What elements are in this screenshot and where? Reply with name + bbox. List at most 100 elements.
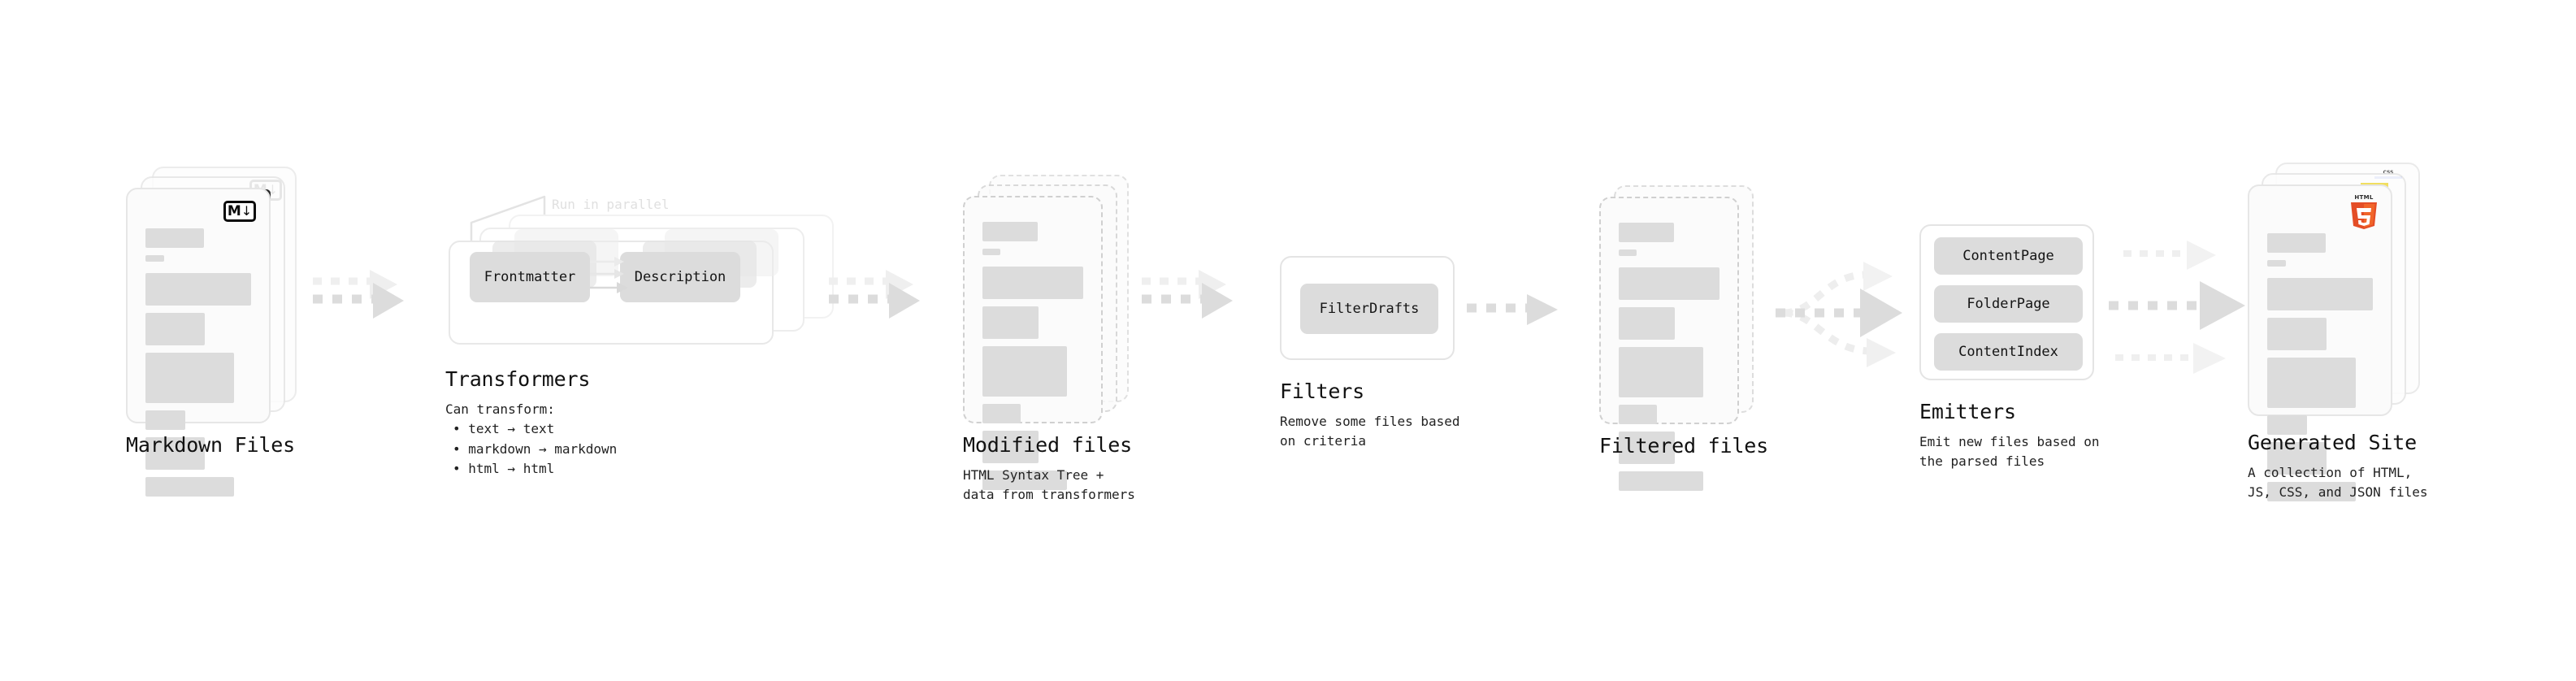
- filters-title: Filters: [1280, 380, 1364, 403]
- content-bar: [1619, 307, 1676, 340]
- filtered-card-stack: [1599, 185, 1762, 491]
- html5-logo-label: HTML: [2354, 194, 2374, 201]
- content-bar: [1619, 223, 1675, 242]
- transformers-caption-item-1: • markdown → markdown: [453, 440, 618, 457]
- content-bar: [145, 255, 165, 262]
- connector-emitters-to-site: [2109, 241, 2245, 374]
- content-bar: [982, 431, 1039, 463]
- content-bar: [1619, 405, 1658, 424]
- modified-card-stack: [963, 175, 1134, 490]
- markdown-files-title: Markdown Files: [126, 433, 295, 457]
- content-bar: [145, 273, 251, 306]
- content-bar: [1619, 249, 1637, 256]
- contentpage-chip-label: ContentPage: [1962, 248, 2054, 264]
- content-bar: [145, 353, 235, 403]
- connector-markdown-to-transformers: [313, 270, 404, 319]
- description-chip[interactable]: Description: [620, 252, 740, 302]
- transformers-caption: Can transform: • text → text • markdown …: [445, 400, 617, 479]
- transformers-inner-arrows: [590, 257, 628, 293]
- emitters-caption-line-1: the parsed files: [1919, 453, 2045, 470]
- frontmatter-chip[interactable]: Frontmatter: [470, 252, 590, 302]
- content-bar: [1619, 471, 1704, 491]
- filters-caption: Remove some files based on criteria: [1280, 412, 1460, 452]
- site-card-stack: CSS HTML: [2248, 163, 2435, 501]
- generated-site-caption-line-0: A collection of HTML,: [2248, 465, 2413, 480]
- connector-modified-to-filters: [1142, 270, 1233, 319]
- emitters-title: Emitters: [1919, 400, 2016, 423]
- markdown-card-stack: M↓ M↓ M↓: [126, 167, 297, 497]
- transformers-title: Transformers: [445, 367, 591, 391]
- content-bar: [982, 471, 1068, 490]
- content-bar: [1619, 432, 1676, 464]
- site-card-front-html[interactable]: HTML: [2248, 184, 2392, 501]
- transformers-caption-lead: Can transform:: [445, 401, 555, 417]
- markdown-card-front[interactable]: M↓: [126, 188, 271, 497]
- md-letter: M: [227, 202, 241, 219]
- filters-caption-line-0: Remove some files based: [1280, 414, 1460, 429]
- run-in-parallel-label: Run in parallel: [552, 197, 670, 212]
- content-bar: [982, 249, 1001, 255]
- modified-card-content: [982, 222, 1083, 497]
- generated-site-caption: A collection of HTML, JS, CSS, and JSON …: [2248, 463, 2428, 503]
- stage-markdown-files: M↓ M↓ M↓: [126, 167, 297, 497]
- folderpage-chip[interactable]: FolderPage: [1934, 285, 2083, 323]
- connector-filtered-to-emitters: [1776, 262, 1902, 367]
- filtered-card-front[interactable]: [1599, 197, 1739, 491]
- connector-transformers-to-modified: [829, 270, 920, 319]
- content-bar: [2267, 482, 2357, 501]
- content-bar: [145, 477, 235, 497]
- generated-site-title: Generated Site: [2248, 431, 2417, 454]
- content-bar: [2267, 358, 2357, 408]
- transformers-caption-item-0: • text → text: [453, 421, 555, 437]
- stage-filtered-files: Filtered files: [1599, 185, 1768, 491]
- filterdrafts-chip-label: FilterDrafts: [1319, 301, 1420, 317]
- modified-files-caption-line-0: HTML Syntax Tree +: [963, 467, 1104, 483]
- modified-files-title: Modified files: [963, 433, 1132, 457]
- content-bar: [2267, 233, 2326, 253]
- filters-panel[interactable]: FilterDrafts: [1280, 256, 1455, 360]
- content-bar: [2267, 260, 2287, 267]
- content-bar: [145, 410, 186, 430]
- description-chip-label: Description: [634, 269, 726, 285]
- stage-generated-site: CSS HTML: [2248, 163, 2435, 501]
- run-in-parallel-leader: [470, 195, 546, 247]
- modified-files-caption: HTML Syntax Tree + data from transformer…: [963, 466, 1135, 505]
- frontmatter-chip-label: Frontmatter: [484, 269, 576, 285]
- contentindex-chip[interactable]: ContentIndex: [1934, 333, 2083, 371]
- content-bar: [982, 306, 1039, 339]
- markdown-logo-icon: M↓: [223, 201, 256, 222]
- modified-files-caption-line-1: data from transformers: [963, 487, 1135, 503]
- generated-site-caption-line-1: JS, CSS, and JSON files: [2248, 484, 2428, 501]
- html5-logo-icon: HTML: [2348, 194, 2379, 229]
- contentpage-chip[interactable]: ContentPage: [1934, 237, 2083, 275]
- content-bar: [2267, 415, 2308, 435]
- emitters-panel[interactable]: ContentPage FolderPage ContentIndex: [1919, 224, 2094, 380]
- content-bar: [982, 267, 1083, 299]
- markdown-card-content: [145, 228, 251, 504]
- stage-modified-files: Modified files HTML Syntax Tree + data f…: [963, 175, 1135, 502]
- css3-logo-label: CSS: [2374, 171, 2402, 176]
- filtered-files-title: Filtered files: [1599, 434, 1768, 458]
- folderpage-chip-label: FolderPage: [1967, 296, 2050, 312]
- content-bar: [145, 313, 205, 345]
- content-bar: [2267, 318, 2327, 350]
- filters-caption-line-1: on criteria: [1280, 433, 1366, 449]
- content-bar: [982, 346, 1068, 397]
- content-bar: [145, 228, 204, 248]
- site-card-content: [2267, 233, 2373, 509]
- content-bar: [2267, 278, 2373, 310]
- filterdrafts-chip[interactable]: FilterDrafts: [1300, 284, 1438, 334]
- emitters-caption: Emit new files based on the parsed files: [1919, 432, 2100, 472]
- content-bar: [982, 222, 1039, 241]
- content-bar: [1619, 347, 1704, 397]
- content-bar: [2267, 442, 2327, 475]
- content-bar: [1619, 267, 1720, 300]
- emitters-caption-line-0: Emit new files based on: [1919, 434, 2100, 449]
- contentindex-chip-label: ContentIndex: [1958, 344, 2058, 360]
- content-bar: [145, 437, 205, 470]
- md-arrow: ↓: [241, 203, 253, 219]
- content-bar: [982, 404, 1021, 423]
- modified-card-front[interactable]: [963, 196, 1103, 490]
- connector-filters-to-filtered: [1467, 294, 1558, 325]
- transformers-caption-item-2: • html → html: [453, 460, 555, 476]
